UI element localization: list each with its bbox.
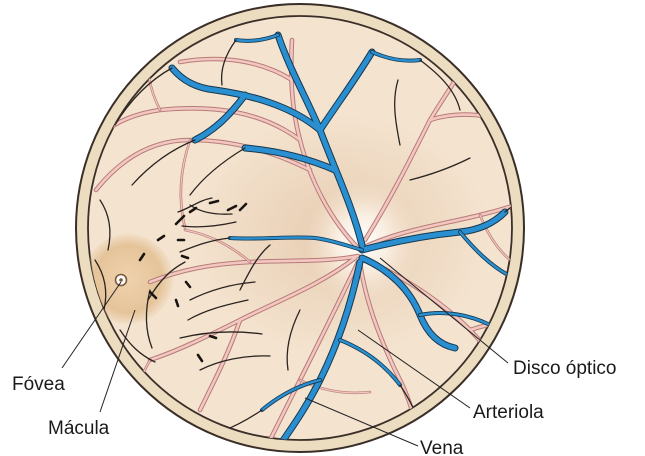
- fovea-center: [119, 278, 123, 282]
- label-fovea: Fóvea: [12, 374, 65, 395]
- label-macula: Mácula: [48, 418, 110, 439]
- label-arteriola: Arteriola: [473, 402, 544, 423]
- label-disco-optico: Disco óptico: [513, 358, 617, 379]
- label-vena: Vena: [420, 438, 464, 456]
